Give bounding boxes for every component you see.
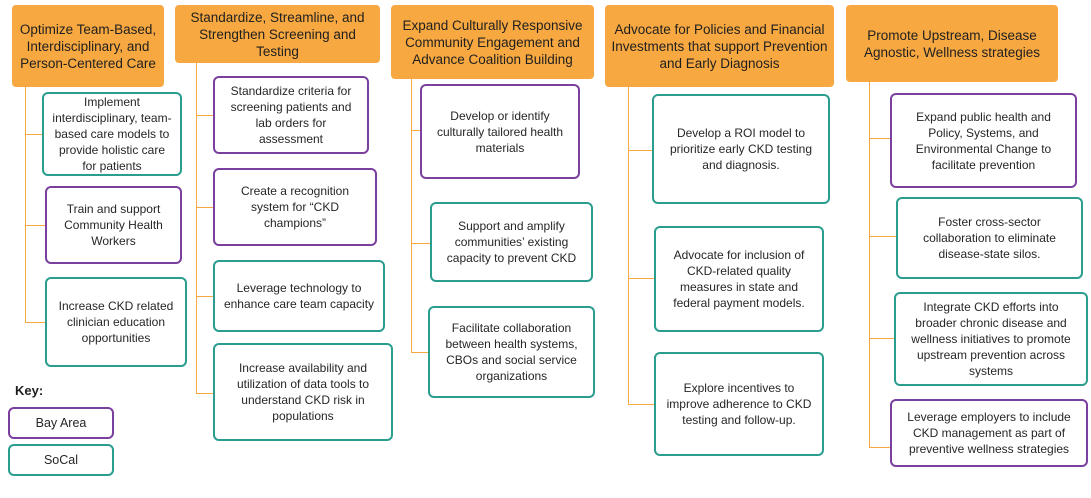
connector-horizontal [869,447,890,448]
connector-horizontal [869,338,894,339]
initiative-card: Support and amplify communities’ existin… [430,202,593,282]
connector-horizontal [411,243,430,244]
initiative-card: Facilitate collaboration between health … [428,306,595,398]
connector-vertical [869,82,870,448]
initiative-card: Increase availability and utilization of… [213,343,393,441]
connector-vertical [196,63,197,394]
initiative-card: Advocate for inclusion of CKD-related qu… [654,226,824,332]
initiative-card: Leverage employers to include CKD manage… [890,399,1088,467]
connector-vertical [411,79,412,353]
connector-horizontal [25,322,45,323]
connector-horizontal [196,207,213,208]
initiative-card: Integrate CKD efforts into broader chron… [894,292,1088,386]
initiative-card: Increase CKD related clinician education… [45,277,187,367]
initiative-card: Leverage technology to enhance care team… [213,260,385,332]
legend-title: Key: [15,383,44,398]
initiative-card: Expand public health and Policy, Systems… [890,93,1077,188]
connector-vertical [25,87,26,323]
initiative-card: Explore incentives to improve adherence … [654,352,824,456]
connector-horizontal [869,138,890,139]
column-header-screening-testing: Standardize, Streamline, and Strengthen … [175,5,380,63]
initiative-card: Develop a ROI model to prioritize early … [652,94,830,204]
initiative-card: Develop or identify culturally tailored … [420,84,580,179]
connector-horizontal [25,134,42,135]
connector-horizontal [25,225,45,226]
connector-horizontal [196,115,213,116]
legend-socal: SoCal [8,444,114,476]
connector-horizontal [628,150,652,151]
connector-horizontal [628,404,654,405]
connector-horizontal [411,130,420,131]
column-header-policy-investment: Advocate for Policies and Financial Inve… [605,5,834,87]
initiative-card: Standardize criteria for screening patie… [213,76,369,154]
connector-horizontal [628,278,654,279]
connector-horizontal [411,352,428,353]
connector-vertical [628,87,629,405]
column-header-upstream-wellness: Promote Upstream, Disease Agnostic, Well… [846,5,1058,82]
connector-horizontal [869,236,896,237]
connector-horizontal [196,393,213,394]
initiative-card: Foster cross-sector collaboration to eli… [896,197,1083,279]
initiative-card: Train and support Community Health Worke… [45,186,182,264]
initiative-card: Create a recognition system for “CKD cha… [213,168,377,246]
column-header-team-based-care: Optimize Team-Based, Interdisciplinary, … [12,5,164,87]
legend-bay-area: Bay Area [8,407,114,439]
connector-horizontal [196,296,213,297]
column-header-community-engagement: Expand Culturally Responsive Community E… [391,5,594,79]
initiative-card: Implement interdisciplinary, team-based … [42,92,182,176]
